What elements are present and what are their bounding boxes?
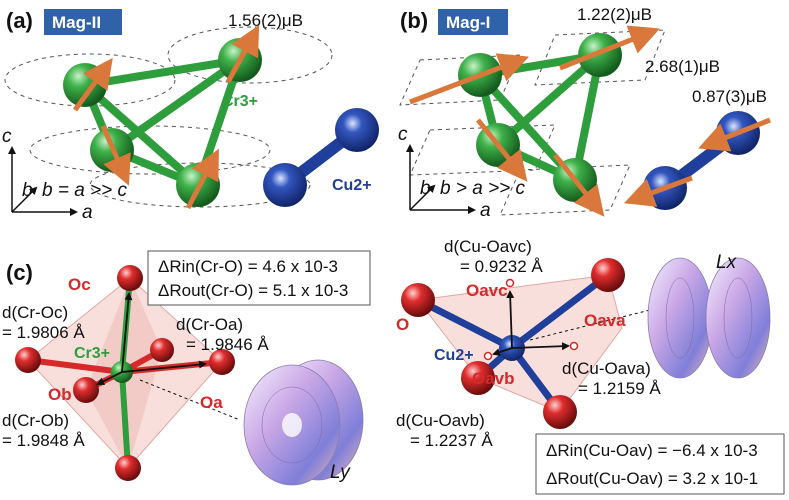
o-av-b-label: Oavb — [472, 369, 515, 388]
d-cu-oc-value: = 0.9232 Å — [460, 257, 543, 276]
panel-b-axis-relation: b > a >> c — [440, 178, 526, 199]
panel-c-letter: (c) — [6, 260, 33, 285]
cu-o-distance-arrows — [492, 290, 570, 356]
d-cu-oa-label: d(Cu-Oava) — [562, 359, 651, 378]
ly-orbital — [243, 359, 364, 486]
cu-atom — [335, 108, 379, 152]
orbital-pointer — [529, 309, 651, 341]
oxygen-atom — [401, 283, 435, 317]
cr-distortion-out: ΔRout(Cr-O) = 5.1 x 10-3 — [158, 281, 348, 300]
oxygen-atom — [73, 377, 99, 403]
panel-b-axis-b: b — [420, 178, 431, 199]
panel-b-tag — [438, 9, 508, 35]
o-av-a-label: Oava — [584, 311, 626, 330]
cu-distortion-box — [535, 433, 785, 495]
cr-moments — [409, 25, 660, 217]
panel-b-axis-a: a — [480, 200, 491, 221]
ly-label: Ly — [330, 462, 351, 483]
d-cr-ob-label: d(Cr-Ob) — [2, 411, 69, 430]
d-cu-ob-value: = 1.2237 Å — [410, 431, 493, 450]
oav-b-point — [483, 351, 493, 361]
panel-b: (b) Mag-I 1.22(2)μB 2.68(1)μB 0.87(3)μB — [398, 5, 771, 221]
o-a-label: Oa — [200, 393, 223, 412]
o-c-label: Oc — [68, 275, 91, 294]
lx-orbital — [647, 257, 771, 379]
oxygen-atom — [150, 338, 174, 362]
o-plain-label: O — [396, 315, 409, 334]
o-b-label: Ob — [48, 385, 72, 404]
panel-a-ion-cr: Cr3+ — [222, 93, 258, 110]
panel-a-ion-cu: Cu2+ — [332, 177, 372, 194]
panel-a-axes — [8, 146, 78, 216]
cr-distortion-in: ΔRin(Cr-O) = 4.6 x 10-3 — [158, 257, 338, 276]
oxygen-atom — [461, 361, 495, 395]
panel-a-axis-relation: b = a >> c — [42, 180, 128, 201]
panel-a-axis-c: c — [2, 126, 12, 147]
oxygen-atom — [591, 258, 625, 292]
cu-distortion-out: ΔRout(Cu-Oav) = 3.2 x 10-1 — [546, 469, 758, 488]
panel-c-ion-cu: Cu2+ — [434, 347, 474, 364]
spin-cone-ellipse — [4, 53, 176, 107]
cr-o-distance-arrows — [96, 292, 207, 385]
d-cr-oc-value: = 1.9806 Å — [2, 323, 85, 342]
oav-c-point — [505, 278, 515, 288]
d-cu-ob-label: d(Cu-Oavb) — [396, 411, 485, 430]
panel-a-tag-label: Mag-II — [52, 13, 101, 32]
cu-moments — [623, 117, 771, 207]
lx-label: Lx — [716, 252, 738, 273]
panel-b-axis-c: c — [398, 124, 408, 145]
oxygen-atom — [117, 265, 143, 291]
d-cr-oa-value: = 1.9846 Å — [186, 335, 269, 354]
panel-b-axes — [406, 144, 476, 214]
oxygen-atom — [543, 395, 577, 429]
panel-b-letter: (b) — [400, 8, 428, 33]
panel-c-cu: O Oavc Oava Oavb Cu2+ d(Cu-Oavc) = 0.923… — [396, 237, 785, 495]
panel-a: (a) Mag-II 1.56(2)μB Cr3+ — [2, 8, 379, 223]
cr-moments — [72, 24, 260, 210]
d-cr-oa-label: d(Cr-Oa) — [176, 315, 243, 334]
d-cr-oc-label: d(Cr-Oc) — [2, 303, 68, 322]
panel-b-moment-cr2: 2.68(1)μB — [645, 57, 720, 76]
o-av-c-label: Oavc — [466, 281, 508, 300]
cu-atom — [263, 163, 307, 207]
d-cu-oc-label: d(Cu-Oavc) — [444, 237, 532, 256]
panel-b-moment-cr1: 1.22(2)μB — [577, 5, 652, 24]
panel-c-ion-cr: Cr3+ — [74, 345, 110, 362]
panel-a-axis-a: a — [82, 202, 93, 223]
oxygen-atom — [209, 349, 235, 375]
panel-a-axis-b: b — [22, 180, 33, 201]
cr-atom — [578, 33, 622, 77]
panel-a-tag — [44, 9, 122, 35]
cr-distortion-box — [147, 250, 371, 306]
cu-distortion-in: ΔRin(Cu-Oav) = −6.4 x 10-3 — [546, 441, 758, 460]
d-cu-oa-value: = 1.2159 Å — [578, 379, 661, 398]
d-cr-ob-value: = 1.9848 Å — [2, 431, 85, 450]
oxygen-atom — [15, 347, 41, 373]
oav-a-point — [569, 341, 579, 351]
oxygen-atom — [115, 455, 141, 481]
panel-a-letter: (a) — [6, 8, 33, 33]
panel-b-moment-cu: 0.87(3)μB — [692, 87, 767, 106]
panel-b-tag-label: Mag-I — [446, 13, 490, 32]
panel-c-cr: (c) Oc Oa Ob Cr3+ d(Cr-Oc) — [2, 250, 371, 486]
